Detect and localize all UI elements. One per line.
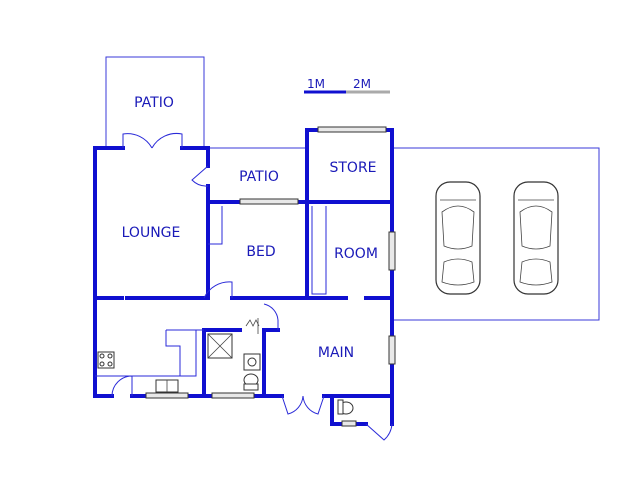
window-room xyxy=(388,231,396,271)
room-cupboard xyxy=(311,206,327,295)
stove-burner-icon xyxy=(99,361,105,367)
room-labels: PATIO PATIO STORE LOUNGE BED ROOM MAIN xyxy=(122,95,378,361)
basin-bowl-icon xyxy=(247,357,257,367)
room-label-room: ROOM xyxy=(334,246,378,262)
scale-label-2m: 2M xyxy=(353,77,371,91)
window-store xyxy=(317,126,387,133)
window-wc xyxy=(341,420,357,427)
window-bed xyxy=(239,198,299,205)
door-wc xyxy=(365,423,393,441)
partitions xyxy=(95,206,327,377)
fixtures xyxy=(97,318,354,415)
window-bath xyxy=(211,392,255,399)
room-label-patio-top: PATIO xyxy=(134,95,174,111)
bed-cupboard xyxy=(208,206,223,245)
scale-bar: 1M 2M xyxy=(304,77,390,94)
room-label-store: STORE xyxy=(329,160,376,176)
door-lounge-right-leaf xyxy=(151,133,183,149)
shower-diag-icon xyxy=(207,333,233,359)
window-kitchen xyxy=(145,392,189,399)
room-label-bed: BED xyxy=(246,244,275,260)
toilet-tank-icon xyxy=(243,383,259,391)
room-label-lounge: LOUNGE xyxy=(122,225,181,241)
door-patio xyxy=(191,165,209,187)
door-lounge-left-leaf xyxy=(122,133,153,149)
room-label-patio-mid: PATIO xyxy=(239,169,279,185)
door-main-right xyxy=(302,395,325,415)
window-main xyxy=(388,335,396,365)
stove-burner-icon xyxy=(107,353,113,359)
carport-outline xyxy=(392,147,600,321)
top-patio-outline xyxy=(105,56,205,148)
room-label-main: MAIN xyxy=(318,345,354,361)
door-bed xyxy=(203,281,233,299)
kitchen-counter xyxy=(165,330,197,377)
doors xyxy=(111,133,393,441)
stove-burner-icon xyxy=(99,353,105,359)
stove-burner-icon xyxy=(107,361,113,367)
door-main-left xyxy=(281,395,304,415)
door-bath xyxy=(263,303,279,330)
wc-tank-icon xyxy=(337,399,344,415)
door-kitchen xyxy=(111,375,133,397)
car-left-icon xyxy=(435,181,481,295)
external-outlines xyxy=(105,56,600,321)
geyser-icon xyxy=(245,319,260,327)
windows xyxy=(145,126,396,427)
car-right-icon xyxy=(513,181,559,295)
scale-label-1m: 1M xyxy=(307,77,325,91)
